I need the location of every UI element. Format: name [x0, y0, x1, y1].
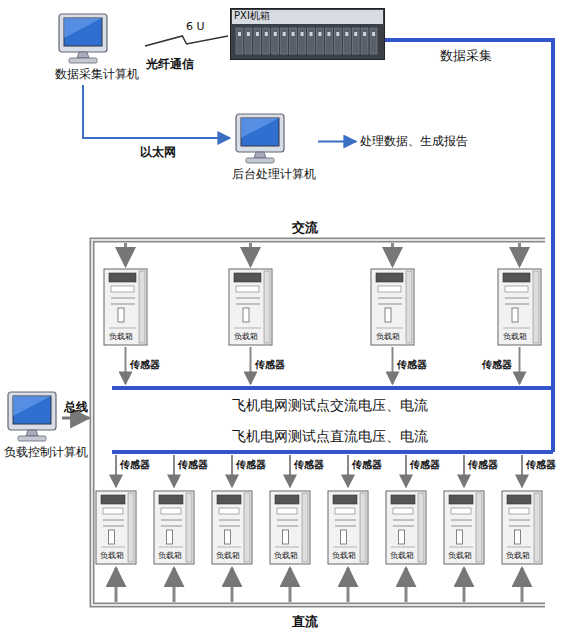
dc-sensor-tap: [116, 455, 522, 487]
computer-node: 数据采集计算机: [55, 12, 139, 83]
annotation-label: 飞机电网测试点直流电压、电流: [232, 428, 428, 446]
monitor-icon: [232, 112, 288, 164]
load-box: 负载箱: [211, 490, 253, 565]
load-box-label: 负载箱: [95, 550, 128, 561]
network-arrow: [83, 85, 230, 138]
dc-feeder: [116, 568, 522, 602]
load-box-label: 负载箱: [211, 550, 244, 561]
ac-sensor-tap: [126, 347, 520, 384]
annotation-label: 6 U: [186, 20, 205, 33]
annotation-label: 传感器: [526, 458, 556, 472]
load-box: 负载箱: [370, 268, 415, 346]
load-box-label: 负载箱: [327, 550, 360, 561]
annotation-label: 传感器: [468, 458, 498, 472]
measurement-line: [112, 40, 553, 452]
control-bus-arrow: [62, 417, 89, 420]
load-box-label: 负载箱: [153, 550, 186, 561]
load-box: 负载箱: [501, 490, 543, 565]
annotation-label: 飞机电网测试点交流电压、电流: [232, 397, 428, 415]
computer-node: 后台处理计算机: [232, 112, 316, 183]
annotation-label: 传感器: [294, 458, 324, 472]
annotation-label: 传感器: [397, 358, 427, 372]
network-arrow: [318, 141, 356, 143]
output-note: 处理数据、生成报告: [360, 131, 468, 152]
fiber-link: [145, 36, 228, 46]
edge-label: 光纤通信: [145, 56, 195, 73]
annotation-label: 总线: [64, 399, 88, 416]
computer-label: 后台处理计算机: [232, 166, 316, 183]
annotation-label: 数据采集: [440, 47, 492, 65]
load-box-label: 负载箱: [385, 550, 418, 561]
load-box-label: 负载箱: [501, 550, 534, 561]
edge-label: 以太网: [139, 144, 177, 161]
annotation-label: 传感器: [482, 358, 512, 372]
annotation-label: 传感器: [410, 458, 440, 472]
load-box: 负载箱: [228, 268, 273, 346]
computer-label: 数据采集计算机: [55, 66, 139, 83]
power-frame: [92, 240, 545, 605]
load-box: 负载箱: [269, 490, 311, 565]
ac-feeder: [126, 243, 520, 266]
annotation-label: 传感器: [120, 458, 150, 472]
load-box-label: 负载箱: [370, 331, 406, 342]
load-box: 负载箱: [103, 268, 148, 346]
pxi-chassis: PXI机箱: [230, 8, 385, 60]
annotation-label: 传感器: [130, 358, 160, 372]
load-box-label: 负载箱: [103, 331, 139, 342]
load-box-label: 负载箱: [228, 331, 264, 342]
annotation-label: 传感器: [352, 458, 382, 472]
annotation-label: 传感器: [178, 458, 208, 472]
load-box-label: 负载箱: [269, 550, 302, 561]
annotation-label: 传感器: [236, 458, 266, 472]
load-box-label: 负载箱: [443, 550, 476, 561]
load-box-label: 负载箱: [497, 331, 533, 342]
load-box: 负载箱: [385, 490, 427, 565]
monitor-icon: [4, 390, 60, 442]
load-box: 负载箱: [443, 490, 485, 565]
load-box: 负载箱: [327, 490, 369, 565]
load-box: 负载箱: [497, 268, 542, 346]
annotation-label: 传感器: [255, 358, 285, 372]
computer-label: 负载控制计算机: [4, 444, 88, 461]
monitor-icon: [55, 12, 111, 64]
output-label: 处理数据、生成报告: [360, 131, 468, 152]
load-box: 负载箱: [153, 490, 195, 565]
annotation-label: 直流: [292, 613, 318, 631]
chassis-label: PXI机箱: [230, 8, 385, 24]
load-box: 负载箱: [95, 490, 137, 565]
annotation-label: 交流: [292, 219, 318, 237]
